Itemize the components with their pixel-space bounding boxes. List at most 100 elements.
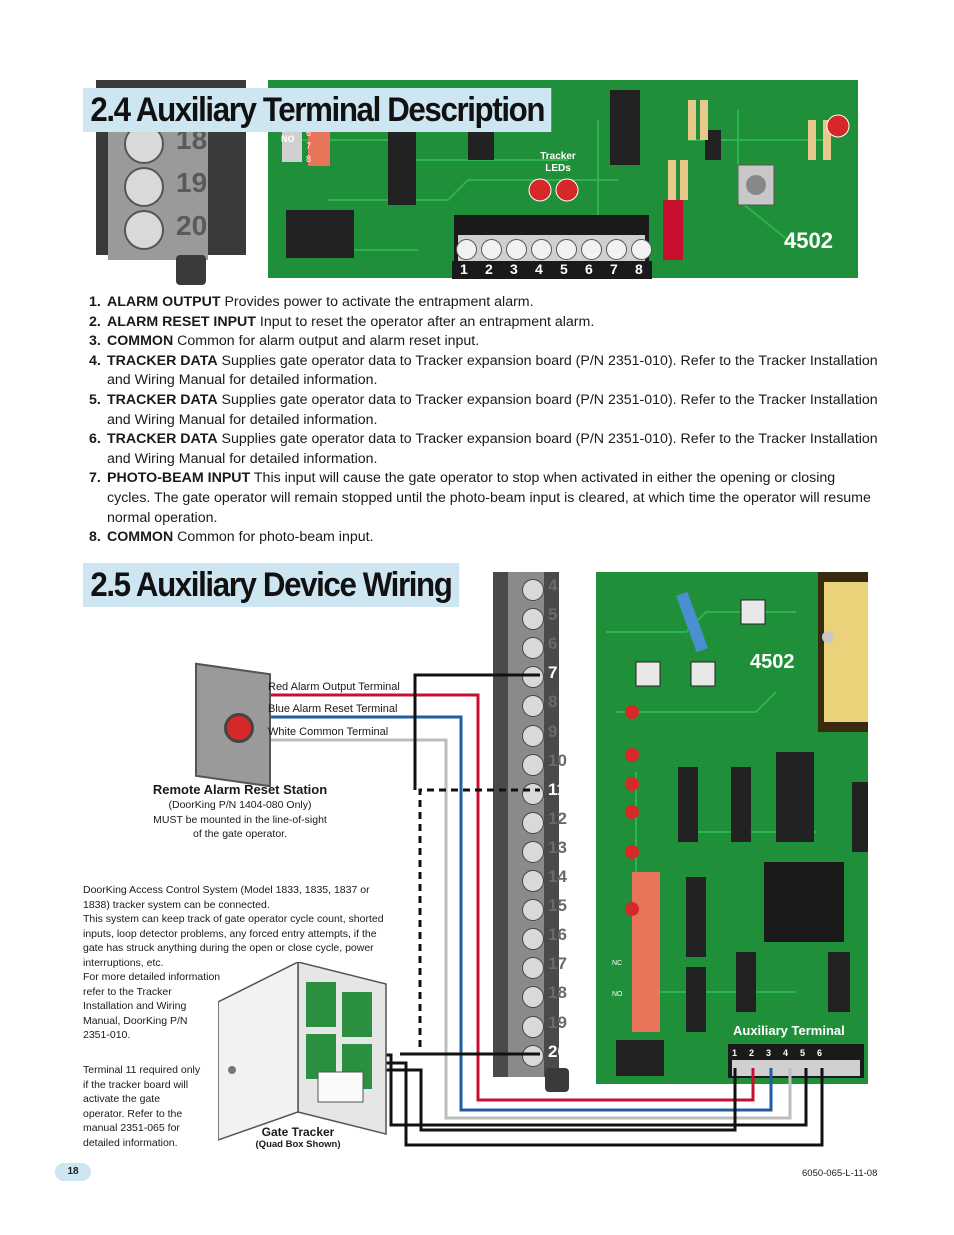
screw-icon (124, 210, 164, 250)
aux-terminal-number: 1 (732, 1048, 738, 1058)
item-text: This input will cause the gate operator … (107, 470, 871, 526)
tracker-line: DoorKing Access Control System (Model 18… (83, 884, 370, 896)
terminal-strip-number: 9 (548, 721, 558, 741)
tracker-line: Manual, DoorKing P/N (83, 1014, 188, 1027)
screw-icon (606, 239, 627, 260)
terminal-strip-number: 8 (548, 692, 558, 712)
terminal-strip-number: 19 (548, 1012, 567, 1032)
terminal-number-2: 2 (485, 261, 493, 277)
terminal-number-6: 6 (585, 261, 593, 277)
terminal-strip-number: 4 (548, 576, 558, 595)
screw-icon (556, 239, 577, 260)
item-term: ALARM RESET INPUT (107, 313, 256, 330)
item-term: COMMON (107, 333, 174, 350)
screw-icon (522, 753, 544, 776)
description-item: 2. ALARM RESET INPUT Input to reset the … (89, 313, 879, 333)
terminal-strip-number: 11 (548, 779, 566, 799)
mount-screw-icon (545, 1068, 569, 1092)
aux-terminal-number: 5 (800, 1048, 806, 1058)
tracker-line: refer to the Tracker (83, 985, 172, 998)
terminal-strip-number: 18 (548, 983, 567, 1003)
item-number: 3. (89, 333, 101, 350)
note-line: Terminal 11 required only (83, 1064, 201, 1076)
aux-terminal-label: Auxiliary Terminal (733, 1023, 845, 1038)
dip-number-8: 8 (306, 154, 312, 164)
circuit-board-4502-bottom (596, 572, 868, 1084)
aux-terminal-number: 4 (783, 1048, 789, 1058)
screw-icon (506, 239, 527, 260)
blue-wire-label: Blue Alarm Reset Terminal (268, 703, 398, 715)
item-number: 8. (89, 529, 101, 546)
description-item: 3. COMMON Common for alarm output and al… (89, 332, 879, 352)
document-code: 6050-065-L-11-08 (802, 1168, 878, 1179)
item-text: Input to reset the operator after an ent… (255, 313, 595, 330)
terminal-number-1: 1 (460, 261, 468, 277)
item-number: 1. (89, 294, 101, 310)
screw-icon (522, 811, 544, 834)
side-terminal-19: 19 (176, 167, 208, 198)
terminal-strip-number: 15 (548, 896, 567, 916)
dip-number-6: 6 (306, 128, 312, 138)
gate-tracker-label: Gate Tracker (261, 1125, 335, 1139)
reset-station-note-1: (DoorKing P/N 1404-080 Only) (168, 799, 312, 811)
screw-icon (522, 782, 544, 805)
reset-station-title: Remote Alarm Reset Station (152, 782, 328, 797)
item-term: PHOTO-BEAM INPUT (107, 470, 251, 487)
tracker-line: interruptions, etc. (83, 956, 164, 969)
tracker-line: This system can keep track of gate opera… (83, 913, 384, 925)
note-line: if the tracker board will (83, 1078, 189, 1091)
terminal-11-note: Terminal 11 required only if the tracker… (83, 1063, 233, 1150)
screw-icon (581, 239, 602, 260)
item-number: 2. (89, 313, 101, 330)
tracker-line: Installation and Wiring (83, 1000, 187, 1012)
board-label-4502: 4502 (784, 228, 833, 253)
tracker-line: gate has struck anything during the open… (83, 942, 374, 954)
item-term: COMMON (107, 529, 174, 546)
item-term: TRACKER DATA (107, 391, 218, 408)
item-number: 4. (89, 352, 101, 369)
red-wire-label: Red Alarm Output Terminal (268, 681, 400, 693)
description-item: 5. TRACKER DATA Supplies gate operator d… (89, 391, 879, 430)
item-text: Supplies gate operator data to Tracker e… (107, 431, 878, 467)
tracker-line: 2351-010. (83, 1029, 131, 1041)
terminal-number-7: 7 (610, 261, 618, 277)
item-text: Supplies gate operator data to Tracker e… (107, 391, 878, 428)
screw-icon (522, 1044, 544, 1067)
terminal-strip-number: 20 (548, 1041, 567, 1061)
item-term: TRACKER DATA (107, 352, 218, 369)
dip-number-7: 7 (306, 141, 312, 151)
terminal-number-8: 8 (635, 261, 643, 277)
item-number: 6. (89, 431, 101, 448)
terminal-strip-number: 12 (548, 808, 567, 828)
tracker-description: DoorKing Access Control System (Model 18… (83, 883, 413, 1043)
screw-icon (522, 1015, 544, 1038)
page-number-badge: 18 (55, 1163, 91, 1181)
screw-icon (522, 899, 544, 922)
terminal-strip-number: 10 (548, 750, 567, 770)
terminal-strip-number: 7 (548, 663, 558, 683)
no-label: NO (612, 991, 623, 998)
terminal-strip-number: 6 (548, 634, 558, 654)
item-text: Supplies gate operator data to Tracker e… (107, 352, 878, 389)
screw-icon (631, 239, 652, 260)
screw-icon (522, 608, 544, 631)
terminal-number-row (452, 261, 652, 279)
reset-station-note-2: MUST be mounted in the line-of-sight (153, 813, 327, 826)
screw-icon (522, 870, 544, 892)
tracker-line: inputs, loop detector problems, any forc… (83, 927, 377, 940)
description-item: 1. ALARM OUTPUT Provides power to activa… (89, 293, 879, 313)
terminal-strip-number: 13 (548, 837, 567, 857)
side-terminal-20: 20 (176, 210, 208, 241)
dip-no-label: NO (281, 134, 295, 144)
screw-icon (531, 239, 552, 260)
terminal-number-4: 4 (535, 261, 543, 277)
description-item: 4. TRACKER DATA Supplies gate operator d… (89, 352, 879, 391)
item-text: Common for photo-beam input. (173, 529, 374, 546)
gate-tracker-box-icon (218, 962, 387, 1141)
terminal-strip-number: 5 (548, 605, 558, 625)
screw-icon (522, 840, 544, 863)
screw-icon (522, 579, 544, 601)
gate-tracker-caption: Gate Tracker (Quad Box Shown) (238, 1125, 358, 1150)
item-term: TRACKER DATA (107, 431, 218, 448)
description-item: 6. TRACKER DATA Supplies gate operator d… (89, 430, 879, 469)
